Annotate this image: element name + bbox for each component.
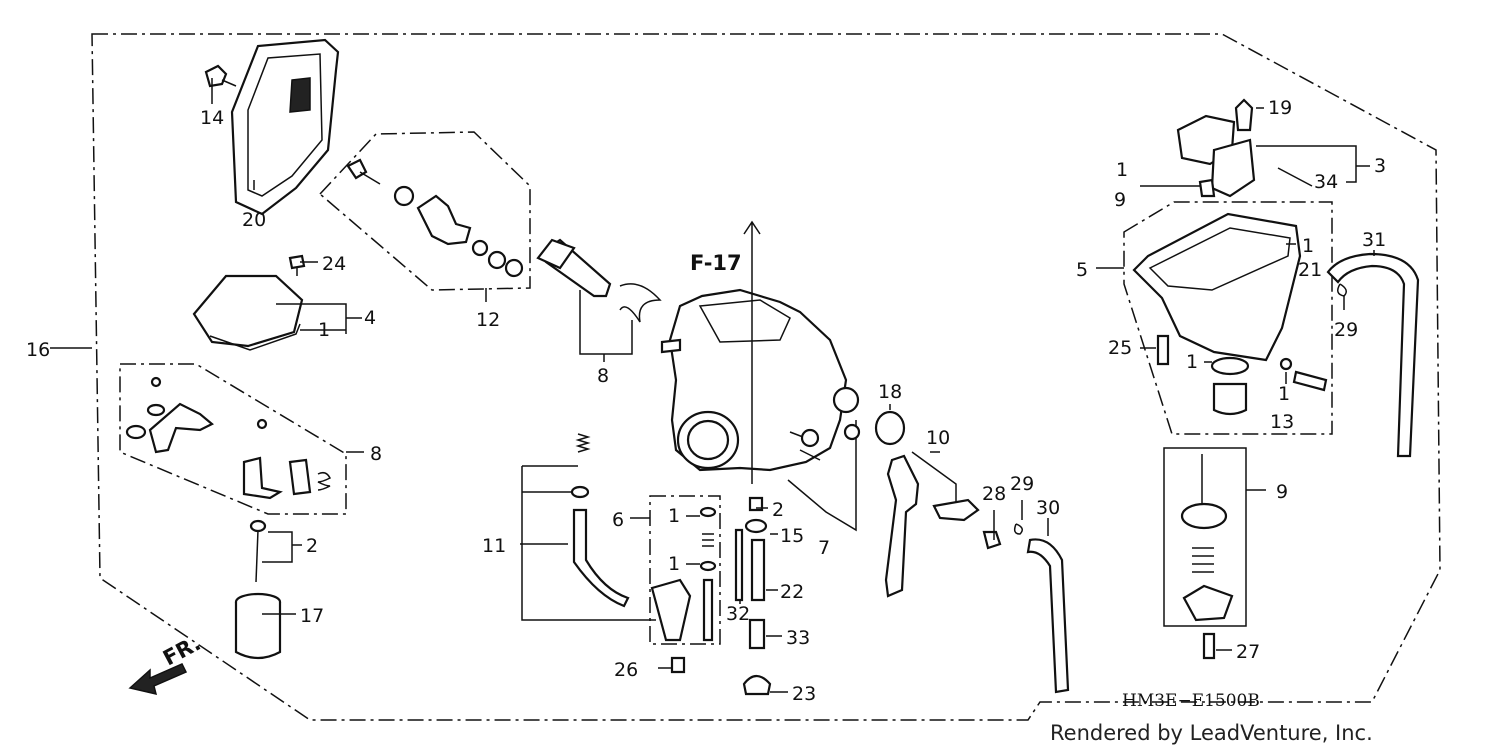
- callout-32: 32: [726, 603, 750, 625]
- credit-text: Rendered by LeadVenture, Inc.: [1050, 721, 1373, 745]
- air-tube-part: [570, 433, 630, 608]
- callout-4: 4: [364, 307, 376, 329]
- clip-part-29: [1013, 523, 1023, 535]
- screw-part-24: [288, 254, 306, 276]
- callout-26: 26: [614, 659, 638, 681]
- top-cover-part: [192, 274, 304, 351]
- seat-part-9: [1198, 178, 1216, 198]
- front-arrow-icon: [128, 663, 188, 696]
- group-box-5: [1123, 201, 1333, 435]
- float-valve-part-19: [1234, 98, 1254, 132]
- callout-10: 10: [926, 427, 950, 449]
- callout-13: 13: [1270, 411, 1294, 433]
- float-chamber-part: [1132, 212, 1328, 416]
- throttle-linkage-part: [346, 158, 524, 278]
- callout-33: 33: [786, 627, 810, 649]
- callout-2-needle: 2: [306, 535, 318, 557]
- callout-14: 14: [200, 107, 224, 129]
- screw-part-28: [982, 530, 1002, 550]
- callout-6: 6: [612, 509, 624, 531]
- callout-16: 16: [26, 339, 50, 361]
- callout-1-float: 1: [1116, 159, 1128, 181]
- group-box-9: [1163, 447, 1247, 627]
- callout-29-lower: 29: [1010, 473, 1034, 495]
- tube-part-30: [1026, 538, 1070, 694]
- cap-part-18: [874, 410, 906, 446]
- callout-19: 19: [1268, 97, 1292, 119]
- leader-lines: [50, 78, 1375, 693]
- callout-23: 23: [792, 683, 816, 705]
- reference-arrow: [743, 220, 761, 484]
- callout-29-upper: 29: [1334, 319, 1358, 341]
- callout-34: 34: [1314, 171, 1338, 193]
- group-box-7: [787, 420, 857, 532]
- assembly-boundary: [91, 33, 1441, 721]
- callout-21: 21: [1298, 259, 1322, 281]
- choke-linkage-part: [125, 376, 332, 500]
- carburetor-body-part: [660, 288, 860, 472]
- group-box-11: [521, 465, 656, 621]
- callout-20: 20: [242, 209, 266, 231]
- choke-lever-part: [884, 454, 980, 598]
- callout-1-oring: 1: [1186, 351, 1198, 373]
- callout-1-washer: 1: [1278, 383, 1290, 405]
- callout-18: 18: [878, 381, 902, 403]
- reference-label: F-17: [690, 251, 742, 275]
- tube-part-31: [1326, 252, 1420, 458]
- group-box-10: [911, 451, 957, 508]
- cap-part-17: [234, 592, 282, 660]
- diaphragm-part: [1180, 454, 1234, 622]
- callout-17: 17: [300, 605, 324, 627]
- jet-needle-part: [249, 519, 267, 583]
- callout-1-jet-a: 1: [668, 505, 680, 527]
- callout-27: 27: [1236, 641, 1260, 663]
- callout-8-choke: 8: [370, 443, 382, 465]
- callout-24: 24: [322, 253, 346, 275]
- group-box-12: [318, 131, 531, 291]
- callout-30: 30: [1036, 497, 1060, 519]
- callout-9-diaphragm: 9: [1276, 481, 1288, 503]
- screw-part-14: [204, 64, 237, 88]
- air-cover-part: [230, 38, 340, 216]
- washer-part-7: [843, 423, 861, 441]
- callout-31: 31: [1362, 229, 1386, 251]
- callout-2-jet: 2: [772, 499, 784, 521]
- callout-8-shaft: 8: [597, 365, 609, 387]
- callout-5: 5: [1076, 259, 1088, 281]
- callout-1-jet-b: 1: [668, 553, 680, 575]
- callout-22: 22: [780, 581, 804, 603]
- callout-28: 28: [982, 483, 1006, 505]
- main-jet-stack-part: [734, 496, 772, 696]
- callout-9-seat: 9: [1114, 189, 1126, 211]
- jet-set-part: [650, 506, 717, 642]
- callout-7: 7: [818, 537, 830, 559]
- screw-part-25: [1156, 334, 1170, 366]
- screw-part-26: [670, 656, 686, 674]
- callout-11: 11: [482, 535, 506, 557]
- clip-part-29b: [1337, 283, 1347, 297]
- callout-12: 12: [476, 309, 500, 331]
- callout-1-gasket: 1: [1302, 235, 1314, 257]
- callout-25: 25: [1108, 337, 1132, 359]
- callout-1-cover: 1: [318, 319, 330, 341]
- screw-part-27: [1202, 632, 1216, 660]
- callout-3: 3: [1374, 155, 1386, 177]
- callout-15: 15: [780, 525, 804, 547]
- group-box-6: [649, 495, 721, 645]
- diagram-code: HM3E−E1500B: [1122, 691, 1260, 711]
- throttle-shaft-part: [536, 238, 662, 323]
